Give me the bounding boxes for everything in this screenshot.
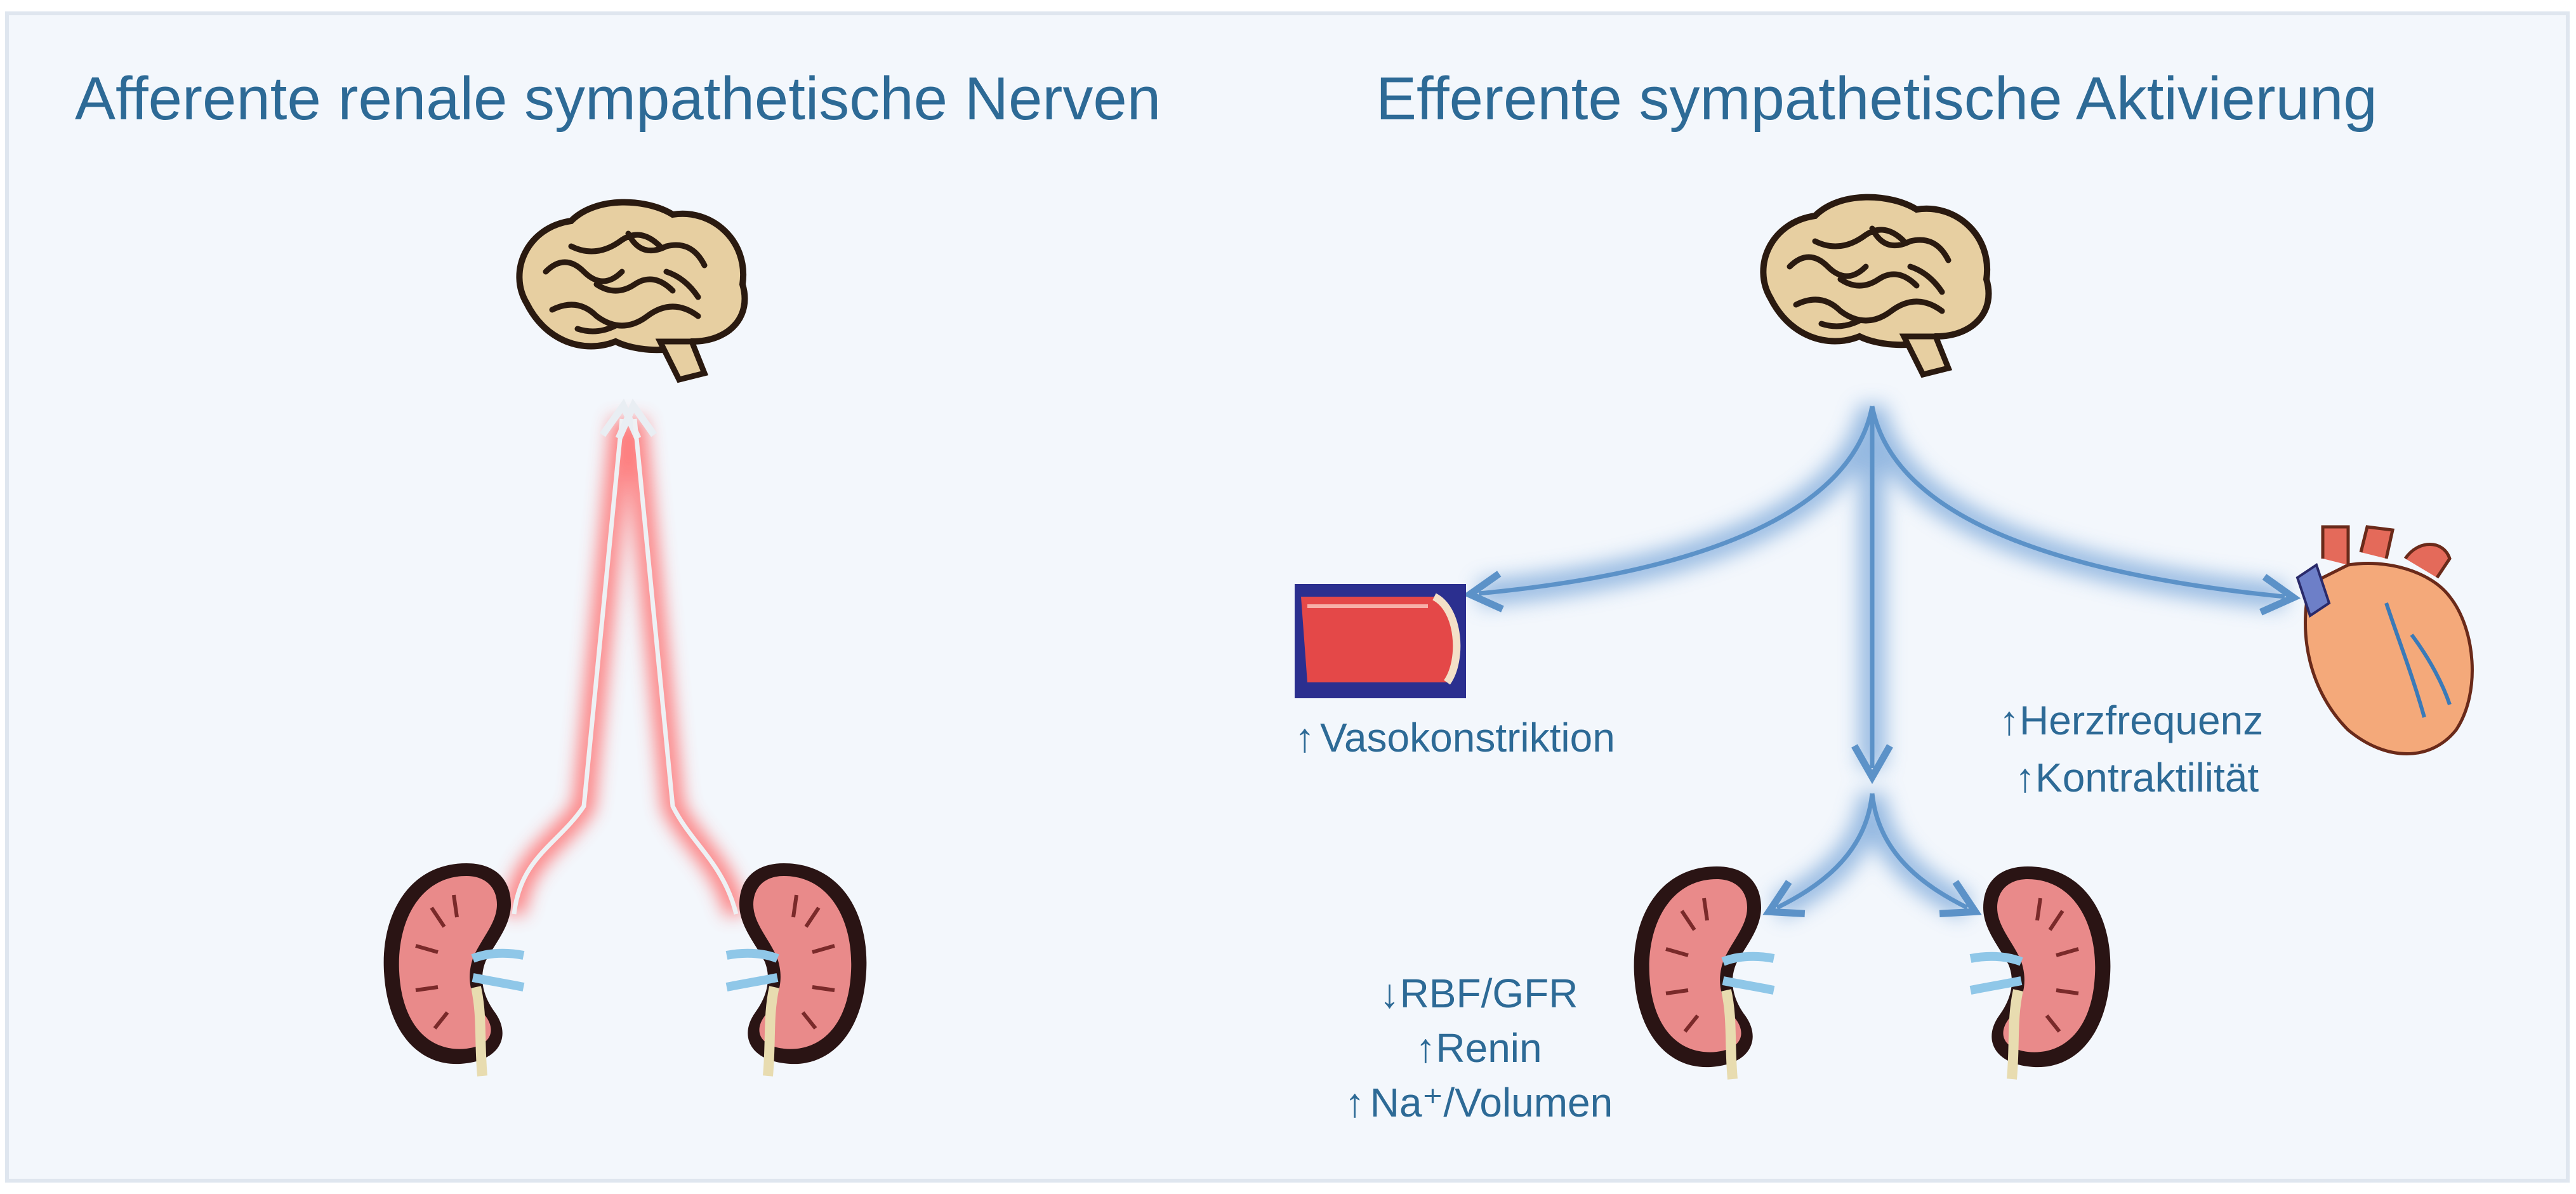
kidney-icon-left-2: [727, 863, 866, 1076]
brain-icon-left: [519, 202, 744, 380]
sodium-volume-label: ↑Na⁺/Volumen: [1344, 1080, 1613, 1125]
brain-icon-right: [1763, 197, 1988, 375]
kidney-icon-right-2: [1971, 866, 2110, 1079]
increase-arrow: ↑: [1415, 1025, 1436, 1071]
afferent-glow: [503, 418, 747, 917]
vasoconstriction-label: ↑Vasokonstriktion: [1295, 715, 1615, 760]
rbf-gfr-label: ↓RBF/GFR: [1379, 971, 1578, 1016]
efferent-path-heart: [1870, 406, 2301, 616]
blood-vessel-icon: [1295, 584, 1466, 698]
contractility-label: ↑Kontraktilität: [2015, 755, 2259, 800]
kidney-icon-right-1: [1634, 866, 1774, 1079]
efferent-path-kidney-left: [1762, 793, 1875, 917]
efferent-path-kidney-right: [1870, 793, 1982, 917]
afferent-nerve-left: [512, 398, 642, 915]
afferent-nerve-right: [615, 398, 739, 915]
heart-icon: [2295, 525, 2474, 755]
increase-arrow: ↑: [2015, 755, 2035, 800]
increase-arrow: ↑: [1295, 715, 1315, 760]
heart-rate-label: ↑Herzfrequenz: [1999, 698, 2264, 743]
efferent-path-vessel: [1462, 406, 1875, 613]
decrease-arrow: ↓: [1379, 971, 1400, 1016]
renin-label: ↑Renin: [1415, 1025, 1542, 1071]
left-panel-title: Afferente renale sympathetische Nerven: [75, 65, 1161, 133]
increase-arrow: ↑: [1999, 698, 2019, 743]
right-panel-title: Efferente sympathetische Aktivierung: [1376, 65, 2377, 133]
increase-arrow: ↑: [1344, 1080, 1365, 1125]
kidney-icon-left-1: [384, 863, 524, 1076]
